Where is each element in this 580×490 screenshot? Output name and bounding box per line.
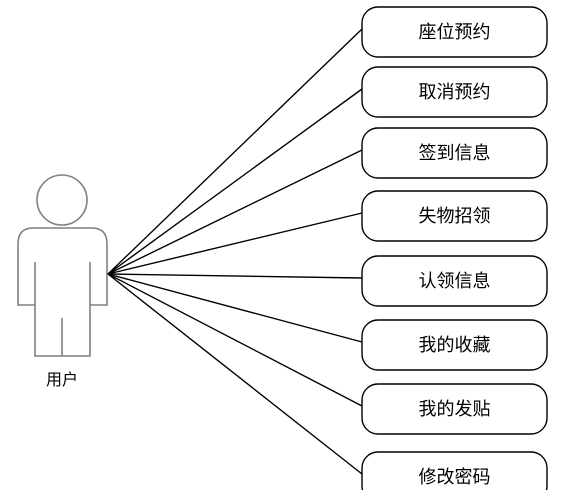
use-case: 我的发贴 xyxy=(361,383,548,435)
use-case-box xyxy=(361,319,548,371)
association-line xyxy=(107,28,363,275)
use-case: 修改密码 xyxy=(361,451,548,490)
use-case-label: 认领信息 xyxy=(419,271,491,292)
actor-figure xyxy=(17,174,108,357)
use-case-box xyxy=(361,190,548,242)
use-case-box xyxy=(361,66,548,118)
use-case-box xyxy=(361,451,548,490)
actor-label: 用户 xyxy=(46,370,78,389)
use-case-box xyxy=(361,6,548,58)
association-lines xyxy=(107,28,363,475)
use-case: 签到信息 xyxy=(361,127,548,179)
use-case-label: 签到信息 xyxy=(419,143,491,164)
actor-body xyxy=(17,227,108,357)
association-line xyxy=(107,88,363,275)
use-case-label: 我的发贴 xyxy=(419,399,491,420)
use-case: 失物招领 xyxy=(361,190,548,242)
association-line xyxy=(107,212,363,275)
association-line xyxy=(107,273,363,475)
use-case-label: 取消预约 xyxy=(419,82,491,103)
actor-head xyxy=(36,174,88,226)
use-case-label: 座位预约 xyxy=(419,22,491,43)
use-case: 认领信息 xyxy=(361,255,548,307)
association-line xyxy=(107,149,363,275)
association-line xyxy=(107,273,363,407)
use-case: 座位预约 xyxy=(361,6,548,58)
association-line xyxy=(107,273,363,343)
association-line xyxy=(107,273,363,279)
use-case: 我的收藏 xyxy=(361,319,548,371)
use-case-box xyxy=(361,255,548,307)
use-case: 取消预约 xyxy=(361,66,548,118)
use-case-label: 我的收藏 xyxy=(419,335,491,356)
use-case-label: 失物招领 xyxy=(419,206,491,227)
use-case-box xyxy=(361,127,548,179)
use-case-label: 修改密码 xyxy=(419,467,491,488)
use-case-box xyxy=(361,383,548,435)
